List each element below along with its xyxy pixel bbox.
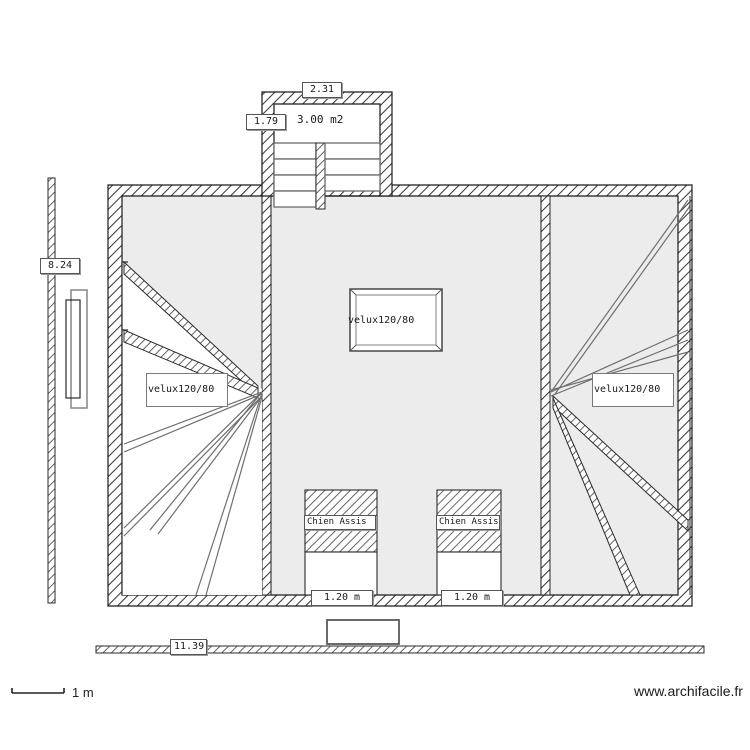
scale-bar-label: 1 m xyxy=(72,685,94,700)
velux-label-left[interactable]: velux120/80 xyxy=(146,373,228,407)
dormer-label-right[interactable]: Chien Assis xyxy=(436,515,500,530)
roof-slope-right xyxy=(549,196,691,596)
bottom-center-rectangle xyxy=(326,619,400,645)
dimension-label-left-wall[interactable]: 8.24 xyxy=(40,258,80,274)
scale-bar xyxy=(11,688,65,694)
dimension-label-stair-width[interactable]: 2.31 xyxy=(302,82,342,98)
velux-label-center[interactable]: velux120/80 xyxy=(348,315,415,326)
velux-center-frame xyxy=(349,288,443,352)
dormer-left xyxy=(304,489,378,596)
room-area-label-stair-landing: 3.00 m2 xyxy=(297,113,344,126)
dormer-right xyxy=(436,489,502,596)
watermark-label: www.archifacile.fr xyxy=(634,683,743,699)
dimension-label-stair-depth[interactable]: 1.79 xyxy=(246,114,286,130)
staircase-treads xyxy=(273,142,381,210)
dimension-label-dormer-left[interactable]: 1.20 m xyxy=(311,590,373,606)
velux-label-right[interactable]: velux120/80 xyxy=(592,373,674,407)
dimension-label-bottom-wall[interactable]: 11.39 xyxy=(170,639,207,655)
left-dimension-line xyxy=(47,177,56,604)
dimension-label-dormer-right[interactable]: 1.20 m xyxy=(441,590,503,606)
left-exterior-element xyxy=(65,289,88,409)
dormer-label-left[interactable]: Chien Assis xyxy=(304,515,376,530)
bottom-dimension-line xyxy=(95,645,705,654)
